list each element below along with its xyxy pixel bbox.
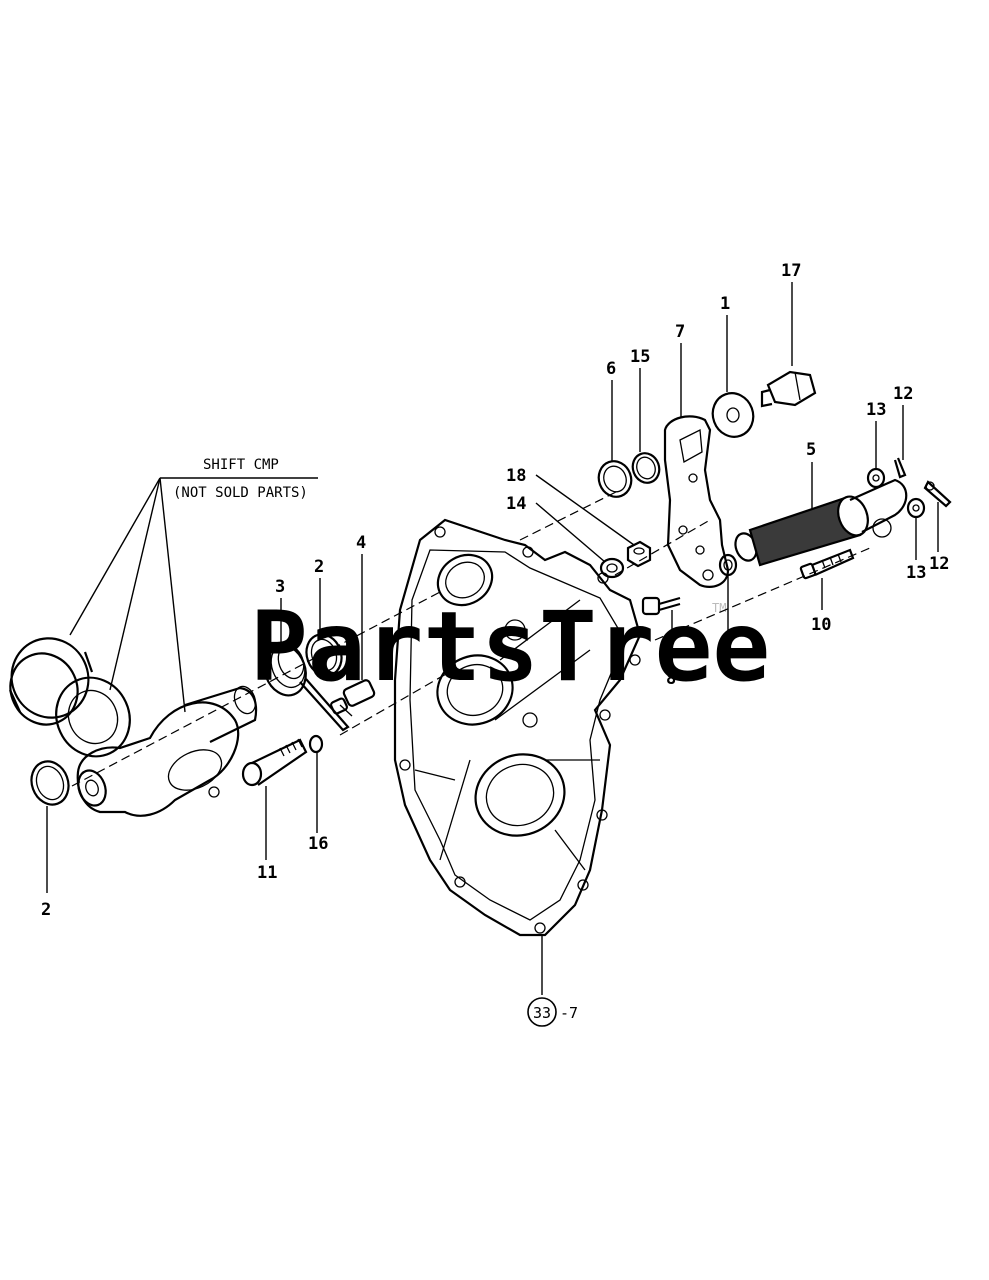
small-o-ring	[308, 734, 324, 754]
washer-9	[718, 553, 738, 577]
pin-8	[641, 596, 681, 616]
callout-5: 5	[806, 440, 816, 460]
callout-12-upper: 12	[893, 384, 913, 404]
shift-ring	[8, 637, 94, 726]
callout-6: 6	[606, 359, 616, 379]
washer-14	[599, 557, 625, 579]
torsion-spring	[263, 643, 350, 732]
o-ring-middle	[305, 633, 343, 677]
callout-2-middle: 2	[314, 557, 324, 577]
shift-pin	[330, 679, 376, 717]
shift-lever	[663, 415, 730, 588]
callout-17: 17	[781, 261, 801, 281]
callout-12-lower: 12	[929, 554, 949, 574]
callout-13-upper: 13	[866, 400, 886, 420]
cotter-pin-12-upper	[893, 457, 907, 479]
compression-spring	[734, 478, 908, 567]
gear-case-cover	[393, 518, 642, 937]
note-line-2: (NOT SOLD PARTS)	[173, 485, 308, 501]
callout-10: 10	[811, 615, 831, 635]
callout-9: 9	[722, 639, 732, 659]
callout-3: 3	[275, 577, 285, 597]
shift-component-group	[8, 477, 318, 817]
callout-2-lower: 2	[41, 900, 51, 920]
shift-cmp-note: SHIFT CMP (NOT SOLD PARTS)	[173, 457, 308, 501]
callout-14: 14	[506, 494, 526, 514]
shift-shaft	[241, 738, 308, 787]
callout-18: 18	[506, 466, 526, 486]
reference-number: 33	[533, 1004, 551, 1022]
callout-16: 16	[308, 834, 328, 854]
washer-13-lower	[906, 497, 926, 519]
threaded-rod-10	[799, 548, 855, 580]
callout-7: 7	[675, 322, 685, 342]
washer-6	[597, 460, 633, 498]
snap-ring-15	[631, 452, 661, 484]
reference-callout: 33 -7	[527, 997, 578, 1027]
shift-arm	[76, 685, 258, 817]
bolt-17	[760, 370, 817, 408]
cotter-pin-12-lower	[923, 480, 952, 508]
callout-4: 4	[356, 533, 366, 553]
o-ring-lower	[30, 760, 70, 806]
washer-13-upper	[866, 467, 886, 489]
callout-11: 11	[257, 863, 277, 883]
callout-8: 8	[666, 669, 676, 689]
note-line-1: SHIFT CMP	[203, 457, 279, 473]
callout-13-lower: 13	[906, 563, 926, 583]
watermark-text: PartsTree	[250, 591, 770, 703]
callout-leaders	[46, 282, 939, 995]
watermark: PartsTree TM	[250, 591, 770, 703]
callout-labels: 1 2 2 3 4 5 6 7 8 9 10 11 12 12 13 13 14…	[41, 261, 949, 920]
reference-suffix: -7	[560, 1004, 578, 1022]
nut-18	[626, 540, 652, 568]
shift-washer	[55, 676, 131, 758]
flat-washer-1	[711, 392, 755, 438]
watermark-tm: TM	[712, 601, 726, 615]
callout-15: 15	[630, 347, 650, 367]
callout-1: 1	[720, 294, 730, 314]
